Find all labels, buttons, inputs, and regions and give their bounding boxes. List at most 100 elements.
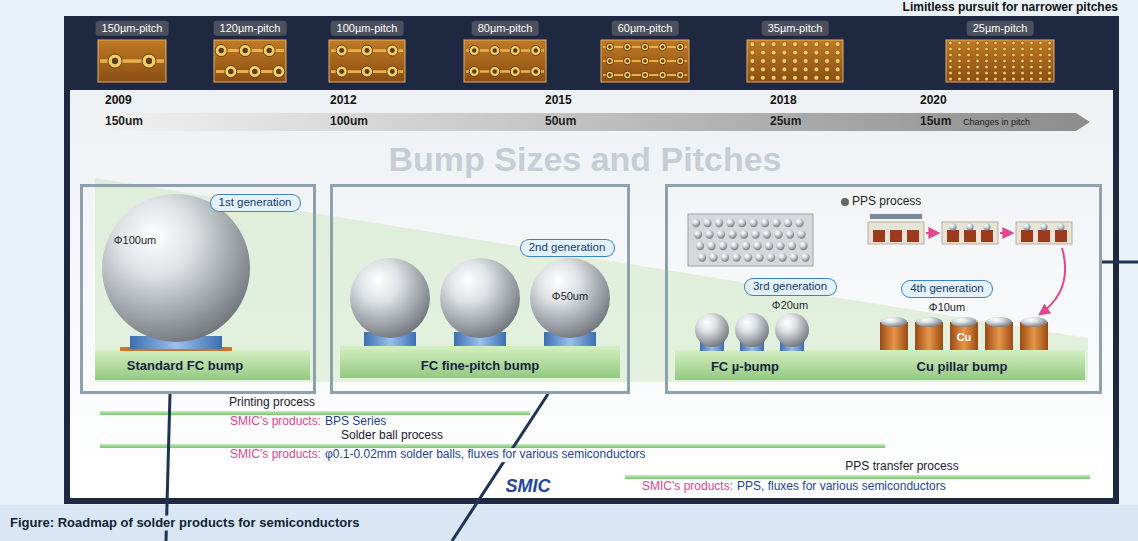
pad-pattern — [949, 47, 953, 51]
pad-pattern — [336, 45, 347, 56]
pitch-label: 150µm-pitch — [96, 21, 169, 36]
bump-type-label: FC µ-bump — [711, 360, 779, 375]
pad-pattern — [1012, 53, 1016, 57]
pad-pattern — [1012, 47, 1016, 51]
pitch-tile: 35µm-pitch — [743, 18, 847, 86]
pad-pattern — [493, 69, 498, 74]
pad-pattern — [387, 45, 398, 56]
micro-bump-art — [775, 313, 809, 347]
pad-pattern — [967, 47, 971, 51]
pad-pattern — [1030, 77, 1034, 81]
pad-pattern — [825, 59, 830, 64]
figure-panel — [70, 90, 1113, 498]
diameter-label: Φ50um — [552, 290, 588, 303]
bump-photo — [696, 242, 704, 250]
pad-pattern — [1048, 59, 1052, 63]
pad-pattern — [603, 60, 687, 62]
pad-pattern — [976, 71, 980, 75]
pad-pattern — [994, 77, 998, 81]
pad-pattern — [782, 50, 787, 55]
pad-pattern — [835, 67, 840, 72]
pad-pattern — [606, 43, 614, 51]
pps-steps — [926, 232, 938, 234]
pad-pattern — [464, 40, 546, 82]
pad-pattern — [835, 75, 840, 80]
product-list: PPS, fluxes for various semiconductors — [737, 480, 946, 494]
cu-pillar-art — [881, 317, 907, 327]
pps-steps — [907, 230, 919, 242]
pad-pattern — [1048, 47, 1052, 51]
pad-pattern — [1030, 53, 1034, 57]
micro-bump-art — [675, 214, 1085, 380]
pad-pattern — [1039, 77, 1043, 81]
pad-pattern — [390, 48, 395, 53]
pad-pattern — [643, 59, 646, 62]
pad-pattern — [490, 67, 500, 77]
year-label: 2018 — [770, 94, 797, 108]
pad-pattern — [976, 53, 980, 57]
pad-pattern — [534, 48, 539, 53]
pad-pattern — [215, 45, 227, 57]
pad-pattern — [1048, 41, 1052, 45]
pad-pattern — [967, 53, 971, 57]
pitch-label: 25µm-pitch — [967, 21, 1034, 36]
bump-photo — [772, 219, 780, 227]
pitch-value: 50um — [545, 115, 576, 129]
trend-wedge — [95, 178, 1088, 382]
pad-pattern — [994, 53, 998, 57]
generation-group: Φ50umFC fine-pitch bump2nd generation — [330, 184, 630, 394]
bump-photo — [719, 242, 727, 250]
bump-photo — [801, 253, 809, 261]
pad-pattern — [994, 65, 998, 69]
pad-pattern — [1021, 41, 1025, 45]
micro-bump-art — [735, 313, 769, 347]
bump-photo — [707, 242, 715, 250]
pad-pattern — [747, 40, 843, 82]
pad-pattern — [329, 40, 405, 82]
pad-pattern — [1039, 47, 1043, 51]
leader-lines — [452, 394, 548, 541]
bump-photo — [765, 242, 773, 250]
pad-pattern — [263, 45, 275, 57]
pad-pattern — [949, 77, 953, 81]
pad-pattern — [825, 67, 830, 72]
leader-lines — [1102, 261, 1138, 264]
bump-photo — [795, 219, 803, 227]
pps-steps — [967, 224, 974, 231]
pps-steps — [984, 224, 991, 231]
pad-pattern — [803, 59, 808, 64]
pitch-value: 100um — [330, 115, 368, 129]
fine-pitch-bump-art — [340, 346, 620, 378]
pad-pattern — [1012, 59, 1016, 63]
pad-pattern — [793, 59, 798, 64]
pps-steps — [964, 230, 976, 242]
pitch-tile: 80µm-pitch — [460, 18, 550, 86]
pitch-tile: 120µm-pitch — [210, 18, 290, 86]
pad-pattern — [949, 65, 953, 69]
pad-pattern — [771, 59, 776, 64]
pad-pattern — [985, 77, 989, 81]
pad-pattern — [1030, 71, 1034, 75]
pad-pattern — [958, 47, 962, 51]
micro-bump-art — [675, 350, 1085, 380]
pad-pattern — [531, 46, 541, 56]
pad-pattern — [626, 45, 629, 48]
pps-steps — [868, 222, 924, 244]
pad-pattern — [1030, 47, 1034, 51]
pad-pattern — [659, 71, 667, 79]
axis-title: Changes in pitch — [963, 117, 1030, 127]
pad-pattern — [761, 67, 766, 72]
pad-pattern — [493, 48, 498, 53]
brand-logo: SMIC — [504, 476, 553, 497]
bump-photo — [732, 253, 740, 261]
pad-pattern — [967, 41, 971, 45]
bump-photo — [784, 219, 792, 227]
pad-pattern — [949, 59, 953, 63]
pad-pattern — [510, 46, 520, 56]
year-label: 2020 — [920, 94, 947, 108]
pad-pattern — [641, 71, 649, 79]
pad-pattern — [803, 67, 808, 72]
pad-pattern — [814, 50, 819, 55]
pad-pattern — [761, 59, 766, 64]
cu-pillar-art — [986, 317, 1012, 327]
